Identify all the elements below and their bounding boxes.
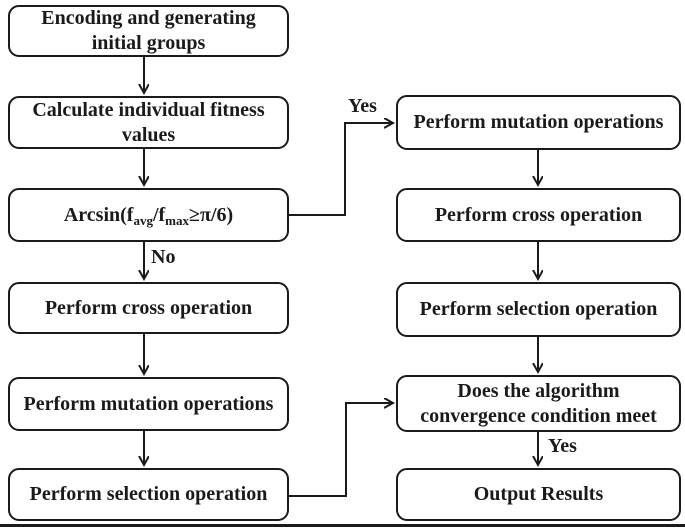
node-label-line: Does the algorithm [457, 379, 620, 402]
flow-node-selection-left: Perform selection operation [8, 468, 289, 521]
node-label-line: convergence condition meet [420, 404, 657, 427]
arrow-selection-left-to-convergence [289, 403, 393, 497]
flow-node-mutation-left: Perform mutation operations [8, 377, 289, 431]
flow-node-output-results: Output Results [396, 468, 681, 521]
arrow-condition-yes-to-mutation-right [289, 123, 393, 216]
node-label-line: Perform cross operation [44, 296, 253, 319]
flow-node-encoding: Encoding and generating initial groups [8, 5, 289, 57]
subscript-avg: avg [133, 212, 153, 228]
flow-node-cross-right: Perform cross operation [396, 188, 681, 242]
edge-label-yes-bottom: Yes [548, 435, 577, 457]
node-label-formula: Arcsin(favg/fmax≥π/6) [63, 203, 234, 228]
subscript-max: max [165, 212, 190, 228]
edge-label-yes-top: Yes [348, 95, 377, 117]
flow-node-mutation-right: Perform mutation operations [396, 95, 681, 150]
node-label-line: Perform mutation operations [23, 392, 274, 415]
node-label-line: Perform selection operation [419, 298, 658, 320]
flow-node-cross-left: Perform cross operation [8, 282, 289, 334]
node-label-line: initial groups [91, 32, 206, 54]
figure-bottom-rule [0, 524, 685, 527]
node-label-line: values [121, 123, 176, 146]
node-label-line: Perform cross operation [434, 203, 643, 226]
node-label-line: Perform selection operation [29, 483, 268, 505]
flow-node-convergence-check: Does the algorithm convergence condition… [396, 375, 681, 432]
node-label-line: Encoding and generating [41, 7, 256, 29]
edge-label-no: No [151, 246, 176, 268]
flow-node-selection-right: Perform selection operation [396, 282, 681, 337]
node-label-line: Calculate individual fitness [32, 98, 265, 121]
node-label-line: Perform mutation operations [413, 111, 664, 133]
flow-node-calculate-fitness: Calculate individual fitness values [8, 96, 289, 149]
node-label-line: Output Results [473, 483, 604, 505]
flow-node-arcsin-condition: Arcsin(favg/fmax≥π/6) [8, 188, 289, 242]
